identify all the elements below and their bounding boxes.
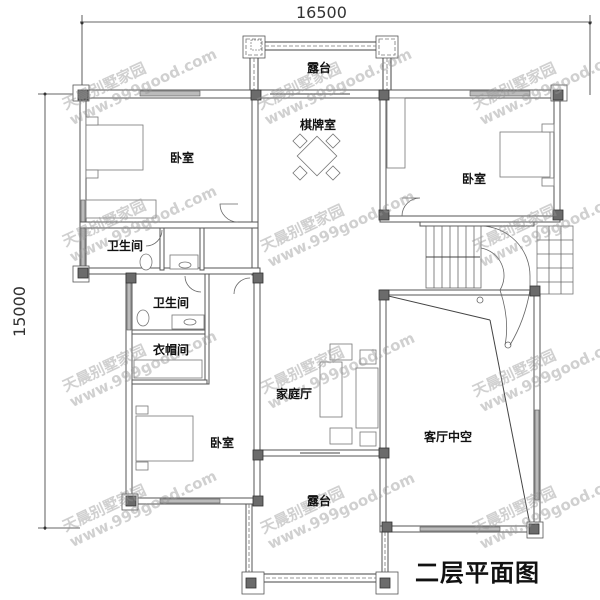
room-label-family-hall: 家庭厅 bbox=[276, 387, 313, 401]
drawing-title: 二层平面图 bbox=[415, 559, 540, 587]
room-label-cloakroom: 衣帽间 bbox=[153, 343, 190, 357]
room-label-bathroom-2: 卫生间 bbox=[153, 296, 190, 310]
room-label-bathroom-1: 卫生间 bbox=[107, 239, 144, 253]
roof-tiles bbox=[536, 225, 574, 295]
dimension-height-label: 15000 bbox=[9, 286, 29, 337]
room-label-living-void: 客厅中空 bbox=[424, 430, 473, 444]
room-label-terrace-top: 露台 bbox=[307, 61, 332, 75]
dimension-lines bbox=[38, 15, 592, 530]
room-label-mahjong-room: 棋牌室 bbox=[300, 118, 337, 132]
doors bbox=[145, 197, 421, 295]
dimension-width-label: 16500 bbox=[296, 3, 347, 22]
room-label-bedroom-top-left: 卧室 bbox=[170, 151, 195, 165]
spiral-staircase bbox=[379, 225, 531, 526]
furniture bbox=[85, 116, 555, 471]
room-label-bedroom-top-right: 卧室 bbox=[462, 172, 487, 186]
room-label-bedroom-bottom-left: 卧室 bbox=[210, 436, 235, 450]
room-label-terrace-bottom: 露台 bbox=[307, 494, 332, 508]
columns bbox=[72, 39, 568, 589]
terrace-top-structure bbox=[242, 35, 399, 92]
